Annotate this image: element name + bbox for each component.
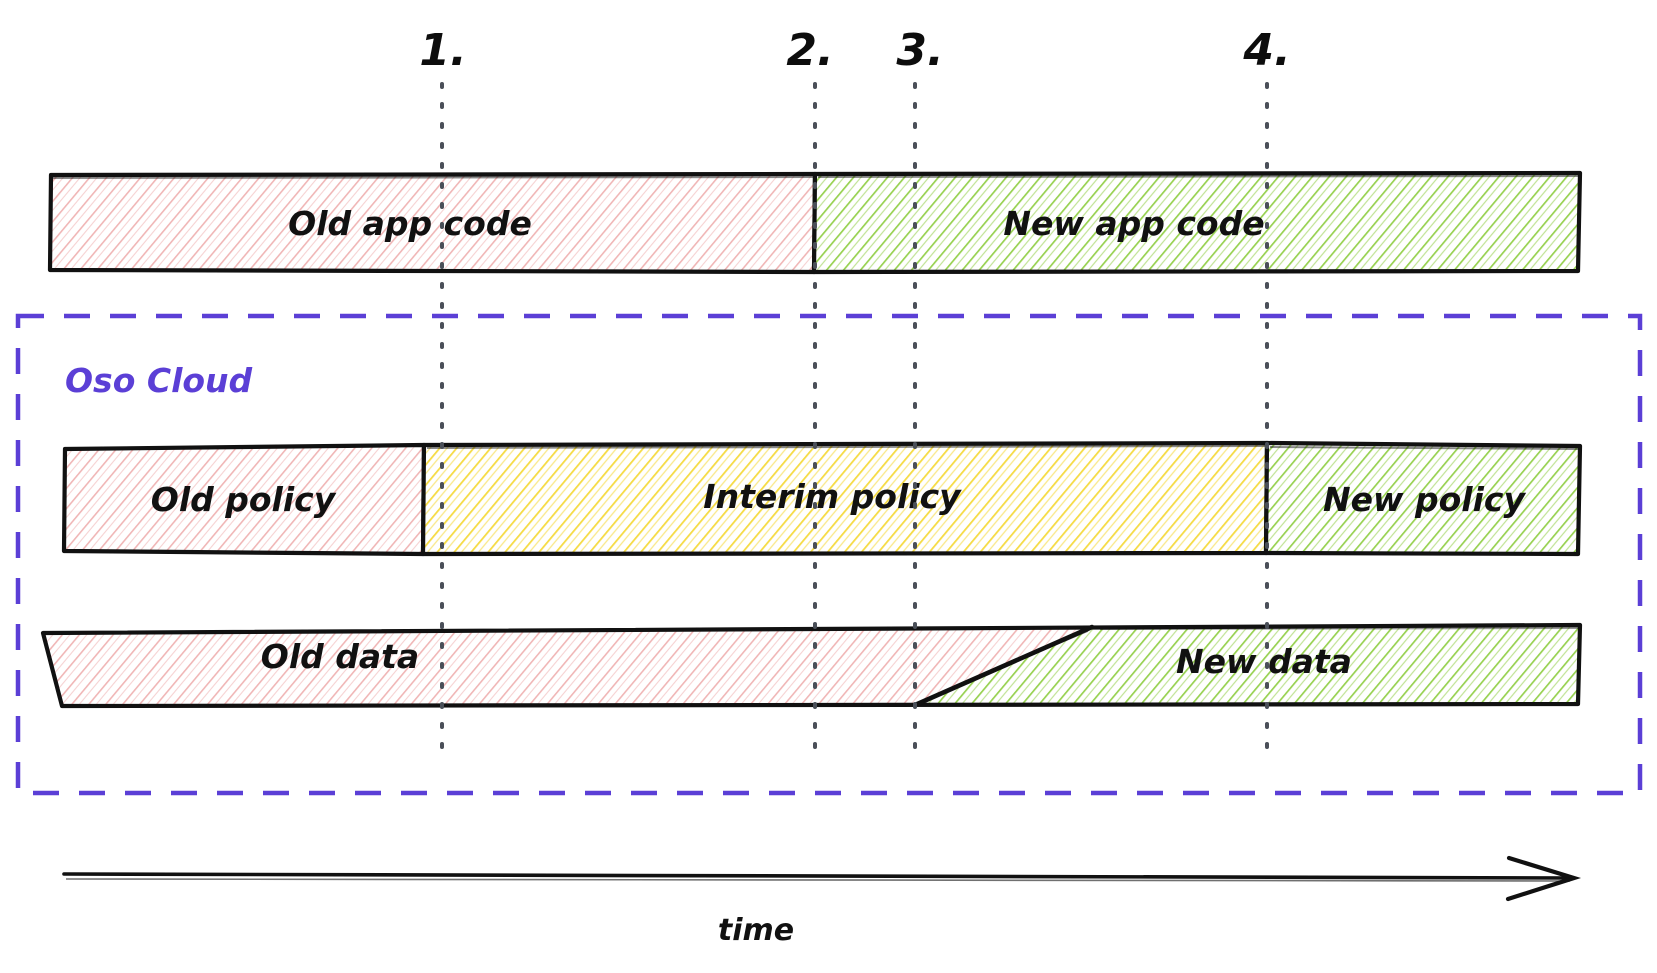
- new-policy-segment: [1263, 440, 1583, 557]
- old-policy-fill: [64, 445, 424, 554]
- new-data-sketch-line: [1099, 627, 1579, 630]
- oso-cloud-border: [15, 313, 1643, 796]
- marker-4-label: 4.: [1242, 25, 1290, 76]
- marker-2-label: 2.: [786, 25, 833, 76]
- marker-labels: 1. 2. 3. 4.: [419, 25, 1290, 76]
- new-policy-outline: [1263, 440, 1583, 557]
- new-data-fill: [915, 625, 1580, 705]
- old-data-fill: [43, 627, 1092, 706]
- old-policy-label: Old policy: [151, 480, 337, 519]
- oso-cloud-label: Oso Cloud: [65, 361, 253, 400]
- old-data-label: Old data: [261, 637, 419, 676]
- time-axis-sketch-line: [65, 878, 1571, 882]
- time-axis-line: [62, 872, 1574, 880]
- time-axis-label: time: [718, 913, 794, 948]
- interim-policy-fill: [423, 443, 1267, 554]
- time-axis-arrowhead: [1505, 855, 1582, 902]
- marker-lines: [440, 82, 1269, 762]
- app-code-lane: Old app code New app code: [47, 170, 1583, 275]
- data-lane: Old data New data: [40, 622, 1583, 709]
- new-app-code-outline: [811, 170, 1583, 275]
- old-data-segment: [43, 627, 1092, 706]
- new-app-code-sketch-line: [817, 175, 1580, 178]
- new-app-code-segment: [811, 170, 1583, 275]
- interim-policy-segment: [420, 440, 1270, 557]
- data-diagonal-sketch-line: [917, 630, 1089, 704]
- old-app-code-label: Old app code: [288, 204, 532, 243]
- interim-policy-sketch-line: [426, 445, 1267, 449]
- marker-3-label: 3.: [896, 25, 943, 76]
- new-app-code-label: New app code: [1003, 204, 1264, 243]
- old-app-code-sketch-line: [52, 176, 817, 179]
- new-app-code-fill: [814, 173, 1580, 272]
- policy-lane: Old policy Interim policy New policy: [61, 440, 1583, 557]
- oso-cloud-box: [15, 313, 1643, 796]
- new-policy-sketch-line: [1269, 446, 1579, 450]
- new-data-segment: [915, 625, 1580, 705]
- new-policy-label: New policy: [1323, 480, 1526, 519]
- old-app-code-fill: [50, 174, 815, 272]
- new-policy-fill: [1266, 443, 1580, 554]
- time-axis: time: [62, 855, 1582, 948]
- interim-policy-label: Interim policy: [703, 477, 962, 516]
- new-data-label: New data: [1176, 642, 1352, 681]
- data-lane-outline: [40, 622, 1583, 709]
- marker-1-label: 1.: [419, 25, 466, 76]
